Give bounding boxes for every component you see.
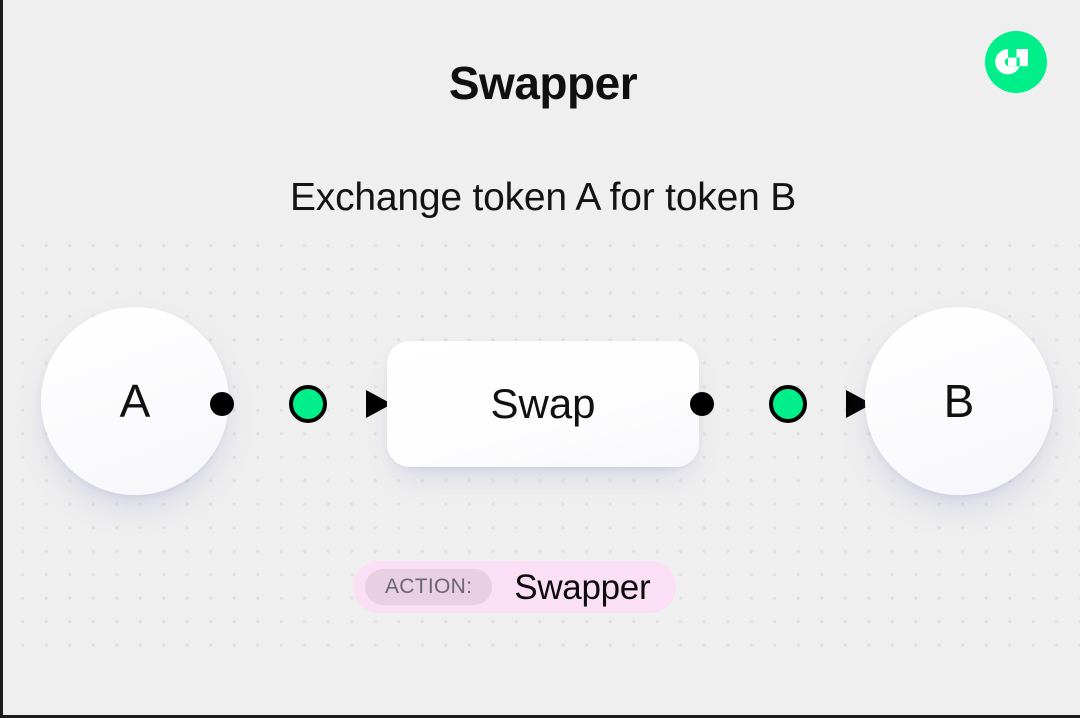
action-badge: ACTION: Swapper	[353, 561, 677, 613]
connector-swap-to-b	[688, 380, 878, 428]
node-token-a[interactable]: A	[41, 307, 229, 495]
node-token-b-label: B	[943, 375, 975, 427]
action-badge-value: Swapper	[514, 567, 651, 607]
page-subtitle: Exchange token A for token B	[289, 176, 797, 219]
node-swap-process[interactable]: Swap	[387, 341, 699, 467]
page-title: Swapper	[448, 57, 638, 109]
connector-a-to-swap	[208, 380, 398, 428]
action-badge-key: ACTION:	[365, 569, 493, 605]
node-swap-label: Swap	[490, 380, 596, 427]
flow-logo-icon	[983, 29, 1049, 95]
node-token-b[interactable]: B	[865, 307, 1053, 495]
node-token-a-label: A	[119, 375, 151, 427]
